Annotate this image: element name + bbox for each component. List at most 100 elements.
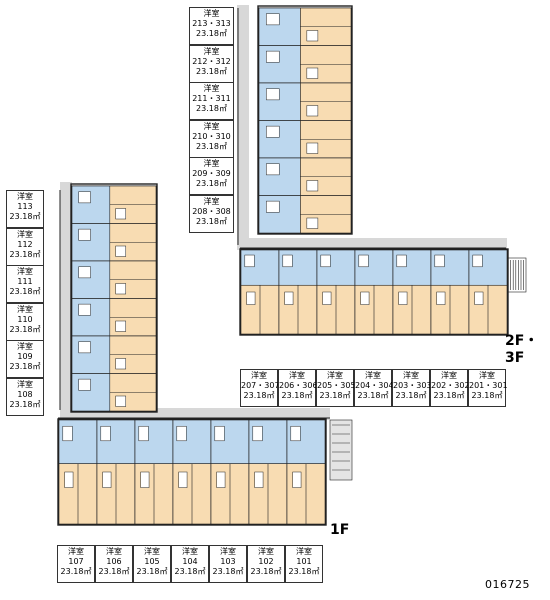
furniture — [398, 291, 408, 305]
bath-fixture — [214, 425, 225, 442]
wet-area-212・312 — [258, 45, 301, 84]
wet-area-113 — [71, 185, 111, 224]
furniture — [306, 105, 319, 117]
furniture — [306, 180, 319, 192]
floor-label-upper: 2F・3F — [505, 333, 539, 366]
bath-fixture — [100, 425, 111, 442]
bath-fixture — [176, 425, 187, 442]
furniture — [102, 471, 112, 488]
furniture — [115, 358, 127, 370]
stairs-ground — [329, 419, 353, 481]
bath-fixture — [78, 341, 91, 354]
row-ground-outline — [57, 418, 327, 526]
furniture — [115, 245, 127, 257]
bath-fixture — [266, 200, 280, 213]
bath-fixture — [266, 125, 280, 138]
wet-area-112 — [71, 223, 111, 262]
furniture — [360, 291, 370, 305]
furniture — [115, 320, 127, 332]
bath-fixture — [138, 425, 149, 442]
bath-fixture — [282, 254, 293, 268]
wet-area-110 — [71, 298, 111, 337]
furniture — [254, 471, 264, 488]
furniture — [115, 208, 127, 220]
wet-area-209・309 — [258, 157, 301, 196]
wet-area-211・311 — [258, 82, 301, 121]
furniture — [178, 471, 188, 488]
furniture — [64, 471, 74, 488]
bath-fixture — [266, 13, 280, 26]
wet-area-208・308 — [258, 195, 301, 234]
wet-area-111 — [71, 260, 111, 299]
corridor-top-right — [237, 5, 249, 245]
row-upper-outline — [239, 248, 509, 336]
furniture — [246, 291, 256, 305]
furniture — [306, 217, 319, 229]
wet-area-210・310 — [258, 120, 301, 159]
bath-fixture — [78, 191, 91, 204]
property-code: 016725 — [485, 578, 530, 591]
bath-fixture — [320, 254, 331, 268]
bath-fixture — [252, 425, 263, 442]
furniture — [436, 291, 446, 305]
wet-area-213・313 — [258, 7, 301, 46]
floor-label-ground: 1F — [330, 522, 350, 538]
bath-fixture — [62, 425, 73, 442]
bath-fixture — [78, 303, 91, 316]
bath-fixture — [266, 163, 280, 176]
bath-fixture — [290, 425, 301, 442]
furniture — [115, 283, 127, 295]
furniture — [306, 142, 319, 154]
bath-fixture — [396, 254, 407, 268]
bath-fixture — [266, 88, 280, 101]
bath-fixture — [78, 378, 91, 391]
wet-area-108 — [71, 373, 111, 412]
bath-fixture — [472, 254, 483, 268]
furniture — [474, 291, 484, 305]
bath-fixture — [78, 228, 91, 241]
wet-area-109 — [71, 335, 111, 374]
furniture — [306, 30, 319, 42]
furniture — [306, 67, 319, 79]
furniture — [115, 395, 127, 407]
stack-top-right-outline — [257, 5, 353, 235]
furniture — [292, 471, 302, 488]
furniture — [322, 291, 332, 305]
bath-fixture — [78, 266, 91, 279]
corridor-upper-row — [237, 238, 507, 250]
furniture — [216, 471, 226, 488]
bath-fixture — [244, 254, 255, 268]
corridor-left — [60, 182, 72, 410]
bath-fixture — [434, 254, 445, 268]
stack-left-outline — [70, 183, 158, 413]
bath-fixture — [266, 50, 280, 63]
furniture — [284, 291, 294, 305]
